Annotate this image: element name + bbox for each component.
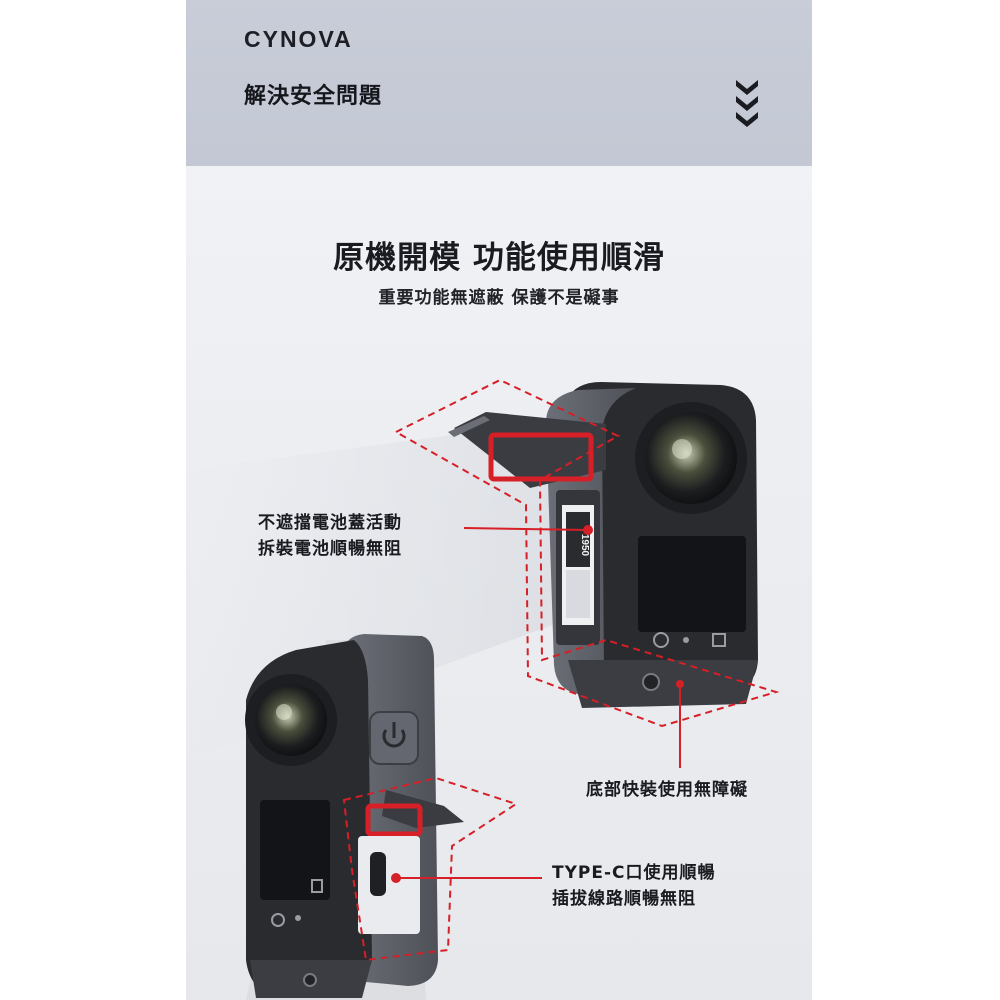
leader-lines [396, 527, 681, 879]
section-title: 解決安全問題 [244, 84, 383, 109]
header-banner: CYNOVA 解決安全問題 [186, 0, 812, 166]
brand-logo: CYNOVA [244, 26, 353, 52]
callout-line: 不遮擋電池蓋活動 [258, 513, 402, 533]
lower-callout-frames [342, 776, 519, 962]
product-page: CYNOVA 解決安全問題 原機開模 功能使用順滑 重要功能無遮蔽 保護不是礙事 [186, 0, 812, 1000]
upper-callout-frames [393, 378, 780, 728]
lower-camera [245, 634, 464, 998]
callout-type-c: TYPE-C口使用順暢 插拔線路順暢無阻 [552, 860, 716, 912]
callout-line: 插拔線路順暢無阻 [552, 889, 696, 909]
subline: 重要功能無遮蔽 保護不是礙事 [378, 288, 620, 308]
callout-battery-door: 不遮擋電池蓋活動 拆裝電池順暢無阻 [258, 510, 402, 562]
callout-line: 拆裝電池順暢無阻 [258, 539, 402, 559]
triple-chevron-down-icon [736, 80, 758, 127]
callout-line: TYPE-C口使用順暢 [552, 863, 716, 883]
battery-capacity-label: 1950 [579, 534, 590, 557]
headline: 原機開模 功能使用順滑 [333, 240, 665, 276]
callout-bottom-mount: 底部快裝使用無障礙 [586, 777, 748, 803]
product-illustration: 1950 [186, 378, 780, 1000]
callout-line: 底部快裝使用無障礙 [586, 780, 748, 800]
